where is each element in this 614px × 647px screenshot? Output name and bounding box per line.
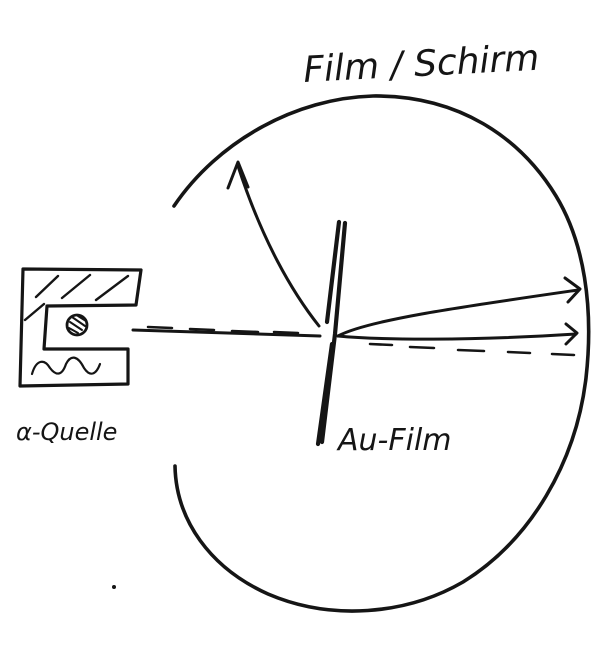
foil-label: Au-Film — [336, 423, 452, 458]
film-screen-circle — [172, 94, 591, 613]
pen-dot — [112, 585, 116, 589]
straight-line-dashes — [368, 342, 576, 357]
backscatter-arrowhead — [226, 160, 250, 190]
shield-wave-pattern — [30, 356, 102, 376]
undeflected-arrowhead — [564, 322, 579, 346]
screen-label: Film / Schirm — [302, 38, 540, 91]
gold-foil — [315, 219, 348, 447]
backscatter-trajectory — [236, 164, 321, 328]
source-label: α-Quelle — [16, 418, 117, 446]
deflected-arrowhead — [563, 276, 582, 304]
sample-hatching — [68, 315, 87, 334]
radioactive-sample — [65, 313, 89, 337]
undeflected-trajectory — [336, 332, 578, 341]
alpha-source — [18, 267, 143, 388]
deflected-trajectory — [336, 288, 580, 338]
source-housing — [18, 267, 143, 388]
incident-alpha-beam — [131, 328, 322, 338]
beam-dashes — [146, 325, 300, 335]
shield-hatching — [23, 273, 130, 322]
